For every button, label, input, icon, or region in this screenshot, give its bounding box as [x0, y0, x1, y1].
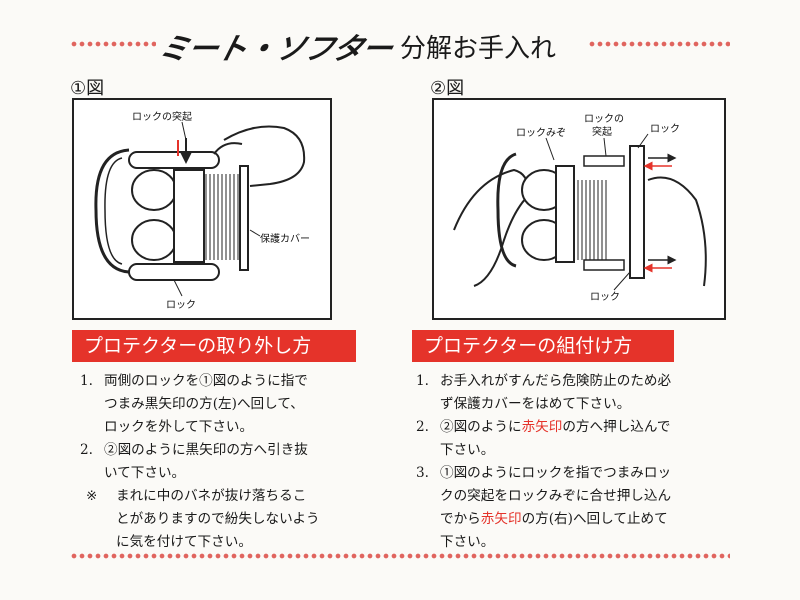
- brand-logo: ミート・ソフター: [154, 32, 396, 67]
- removal-steps: 1. 両側のロックを①図のように指で つまみ黒矢印の方(左)へ回して、 ロックを…: [80, 370, 380, 554]
- callout-lock-protrusion-line2: 突起: [592, 125, 612, 138]
- removal-heading: プロテクターの取り外し方: [72, 330, 356, 362]
- callout-cover: 保護カバー: [260, 232, 310, 245]
- removal-step: 1. 両側のロックを①図のように指で つまみ黒矢印の方(左)へ回して、 ロックを…: [80, 373, 308, 435]
- figure1-label: ①図: [70, 78, 105, 99]
- callout-lock: ロック: [166, 299, 196, 311]
- figure1-illustration: ロックの突起 保護カバー ロック: [94, 110, 310, 311]
- title-text: 分解お手入れ: [400, 33, 557, 64]
- removal-note: ※ まれに中のバネが抜け落ちるこ とがありますので紛失しないよう に気を付けて下…: [86, 488, 320, 550]
- figure1-panel: ロックの突起 保護カバー ロック: [72, 98, 332, 320]
- figure2-illustration: ロックみぞ ロックの 突起 ロック ロック: [453, 113, 707, 303]
- callout-lock-protrusion: ロックの突起: [132, 110, 192, 123]
- callout-lock-top: ロック: [650, 123, 680, 135]
- figure2-label: ②図: [430, 78, 465, 99]
- top-dotted-rule-right: [588, 40, 730, 48]
- callout-lock-protrusion-line1: ロックの: [584, 113, 624, 125]
- red-arrow-text: 赤矢印: [521, 419, 563, 435]
- callout-lock-bottom: ロック: [590, 291, 620, 303]
- assembly-heading: プロテクターの組付け方: [412, 330, 674, 362]
- assembly-steps: 1. お手入れがすんだら危険防止のため必 ず保護カバーをはめて下さい。 2. ②…: [416, 370, 736, 554]
- page-title: ミート・ソフター 分解お手入れ: [155, 26, 557, 67]
- figure2-panel: ロックみぞ ロックの 突起 ロック ロック: [432, 98, 726, 320]
- bottom-dotted-rule: [70, 552, 730, 560]
- callout-lock-groove: ロックみぞ: [516, 127, 566, 139]
- assembly-step: 3. ①図のようにロックを指でつまみロッ クの突起をロックみぞに合せ押し込ん で…: [416, 465, 672, 550]
- assembly-step: 2. ②図のように赤矢印の方へ押し込んで 下さい。: [416, 419, 671, 458]
- red-arrow-text: 赤矢印: [480, 511, 522, 527]
- top-dotted-rule-left: [70, 40, 156, 48]
- assembly-step: 1. お手入れがすんだら危険防止のため必 ず保護カバーをはめて下さい。: [416, 373, 672, 412]
- removal-step: 2. ②図のように黒矢印の方へ引き抜 いて下さい。: [80, 442, 308, 481]
